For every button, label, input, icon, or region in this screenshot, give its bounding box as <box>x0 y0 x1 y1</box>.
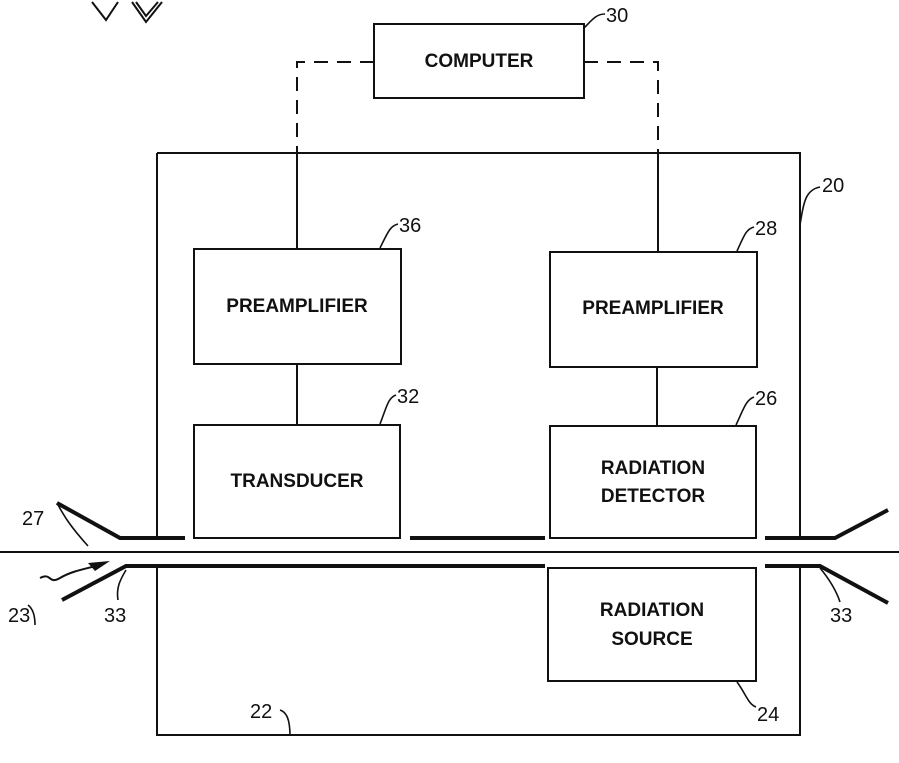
ref-transducer: 32 <box>397 386 419 408</box>
flow-arrowhead <box>88 561 110 571</box>
radiation-detector-box <box>549 425 757 539</box>
enclosure <box>156 152 801 736</box>
computer-block: COMPUTER <box>373 23 585 99</box>
transducer-label: TRANSDUCER <box>231 471 364 492</box>
ref-enclosure-bottom: 22 <box>250 701 272 723</box>
radiation-detector-block: RADIATION DETECTOR <box>549 425 757 539</box>
dashed-link-right <box>584 61 659 153</box>
ref-flow: 23 <box>8 605 30 627</box>
ref-guide-right: 33 <box>830 605 852 627</box>
ref-radiation-detector: 26 <box>755 388 777 410</box>
preamplifier-left-label: PREAMPLIFIER <box>226 296 368 317</box>
upper-guides <box>56 501 889 540</box>
radiation-source-block: RADIATION SOURCE <box>547 567 757 682</box>
preamplifier-right-block: PREAMPLIFIER <box>549 251 758 368</box>
leader-33-right <box>819 567 841 603</box>
upper-guide-left <box>56 501 185 540</box>
ref-preamplifier-left: 36 <box>399 215 421 237</box>
corner-fragment <box>91 1 163 24</box>
lower-guide-right <box>765 564 889 605</box>
ref-enclosure: 20 <box>822 175 844 197</box>
radiation-source-label-line1: RADIATION <box>600 600 704 621</box>
leader-26 <box>735 396 755 426</box>
preamplifier-right-label: PREAMPLIFIER <box>582 298 724 319</box>
leader-lines <box>27 13 841 737</box>
computer-label: COMPUTER <box>425 51 534 72</box>
leader-32 <box>379 394 397 425</box>
radiation-detector-label-line2: DETECTOR <box>601 486 705 507</box>
leader-20 <box>799 186 821 226</box>
lower-guide-left <box>61 564 545 602</box>
lower-guides <box>61 564 889 605</box>
ref-preamplifier-right: 28 <box>755 218 777 240</box>
radiation-source-label-line2: SOURCE <box>611 629 692 650</box>
radiation-source-box <box>547 567 757 682</box>
dashed-link-left <box>296 61 374 153</box>
ref-computer: 30 <box>606 5 628 27</box>
reference-numerals: 30 20 36 28 32 26 24 22 27 23 33 33 <box>8 5 852 726</box>
ref-radiation-source: 24 <box>757 704 779 726</box>
leader-30 <box>583 13 606 29</box>
flow-arrow <box>39 561 110 582</box>
leader-28 <box>736 226 755 252</box>
leader-24 <box>736 681 757 708</box>
leader-36 <box>379 223 399 249</box>
leader-22 <box>279 709 291 737</box>
ref-guide-left: 33 <box>104 605 126 627</box>
signal-wires <box>296 153 659 426</box>
preamplifier-left-block: PREAMPLIFIER <box>193 248 402 365</box>
leader-27 <box>56 502 89 547</box>
leader-33-left <box>116 569 127 601</box>
preamplifier-left-box <box>193 248 402 365</box>
transducer-block: TRANSDUCER <box>193 424 401 539</box>
ref-web: 27 <box>22 508 44 530</box>
transducer-box <box>193 424 401 539</box>
upper-guide-right <box>765 508 889 540</box>
preamplifier-right-box <box>549 251 758 368</box>
leader-23 <box>27 604 36 626</box>
computer-dashed-links <box>296 61 659 153</box>
radiation-detector-label-line1: RADIATION <box>601 458 705 479</box>
